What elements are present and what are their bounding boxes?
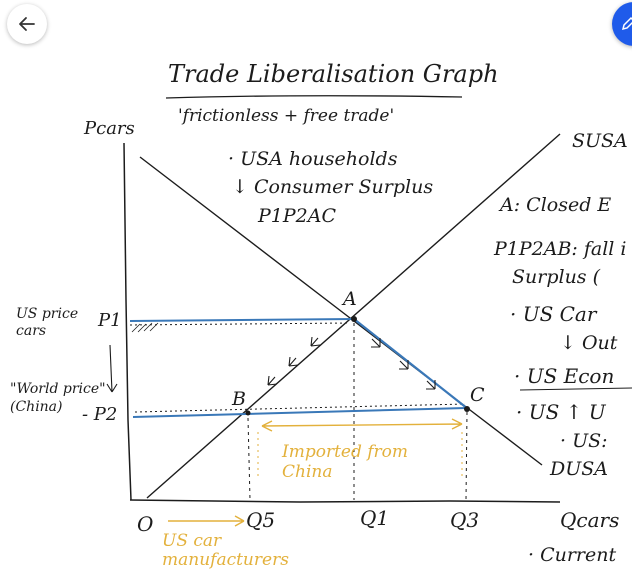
y-axis-label: Pcars [84,118,135,139]
point-a-dot [351,316,357,322]
title-underline [165,95,463,99]
p1-dotted-line [129,322,351,326]
p1-label: P1 [98,310,122,331]
q3-dashed-line [465,411,468,501]
note-us-colon: · US: [560,430,608,452]
manufacturers-arrow [168,515,245,527]
demand-segment-ac [353,318,469,410]
note-us-car: · US Car [510,302,597,326]
price-drop-arrow [106,344,118,393]
us-economy-underline [519,387,632,391]
x-axis-label: Qcars [560,508,620,532]
q3-label: Q3 [450,508,480,532]
edit-action-button[interactable] [612,2,632,46]
households-line-3: P1P2AC [258,205,337,227]
note-fall: P1P2AB: fall i [494,238,627,260]
supply-label: SUSA [572,130,628,152]
note-closed-economy: A: Closed E [500,194,612,216]
q5-dashed-line [247,417,251,501]
p1-price-line [129,318,356,322]
demand-label: DUSA [550,458,608,480]
p2-label: - P2 [82,404,118,425]
p2-dotted-line [134,403,466,413]
graph-subtitle: 'frictionless + free trade' [178,106,395,126]
households-line-1: · USA households [228,148,398,170]
point-b-dot [245,410,251,416]
us-price-label: US price cars [16,306,79,339]
point-c-label: C [470,384,485,406]
supply-arrows [267,336,321,386]
world-price-label: "World price" (China) [10,381,106,415]
edit-icon [621,16,632,31]
note-us-up: · US ↑ U [516,400,606,424]
q5-label: Q5 [246,508,276,532]
imported-arrow [261,418,463,432]
supply-curve [146,133,561,499]
point-a-label: A [343,288,357,310]
x-axis [129,499,561,503]
point-c-dot [464,406,470,412]
note-output: ↓ Out [560,332,618,354]
us-manufacturers-label: US car manufacturers [162,531,289,570]
imported-from-china-label: Imported from China [282,442,409,482]
y-axis [123,142,132,501]
households-line-2: ↓ Consumer Surplus [232,176,434,198]
back-button[interactable] [7,4,47,44]
graph-title: Trade Liberalisation Graph [168,60,499,88]
note-us-economy: · US Econ [514,364,615,388]
q1-label: Q1 [360,506,390,530]
arrow-left-icon [19,17,35,31]
note-current: · Current [528,544,617,566]
point-b-label: B [232,388,246,410]
origin-label: O [137,512,154,536]
note-surplus: Surplus ( [512,266,601,288]
demand-arrows [371,338,436,390]
p2-price-line [132,407,467,418]
surplus-hatching [131,322,159,333]
